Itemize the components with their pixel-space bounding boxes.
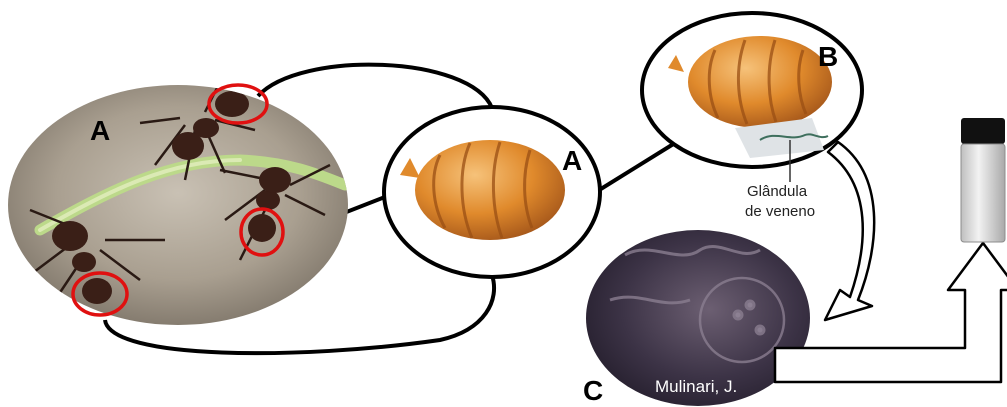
arrow-to-micrograph [825, 142, 874, 320]
photo-credit: Mulinari, J. [655, 377, 737, 396]
label-A-abdomen: A [562, 145, 582, 176]
label-A-photo: A [90, 115, 110, 146]
vial [961, 118, 1005, 242]
arrow-to-vial [775, 243, 1007, 382]
vial-cap [961, 118, 1005, 144]
vial-body [961, 144, 1005, 242]
ant-photo: A [8, 82, 348, 325]
venom-gland-label-line1: Glândula [747, 183, 808, 200]
label-B: B [818, 41, 838, 72]
label-C: C [583, 375, 603, 406]
abdomen-detail: A [384, 107, 600, 277]
venom-gland-label-line2: de veneno [745, 203, 815, 220]
dissected-abdomen: B Glândula de veneno [642, 13, 862, 220]
